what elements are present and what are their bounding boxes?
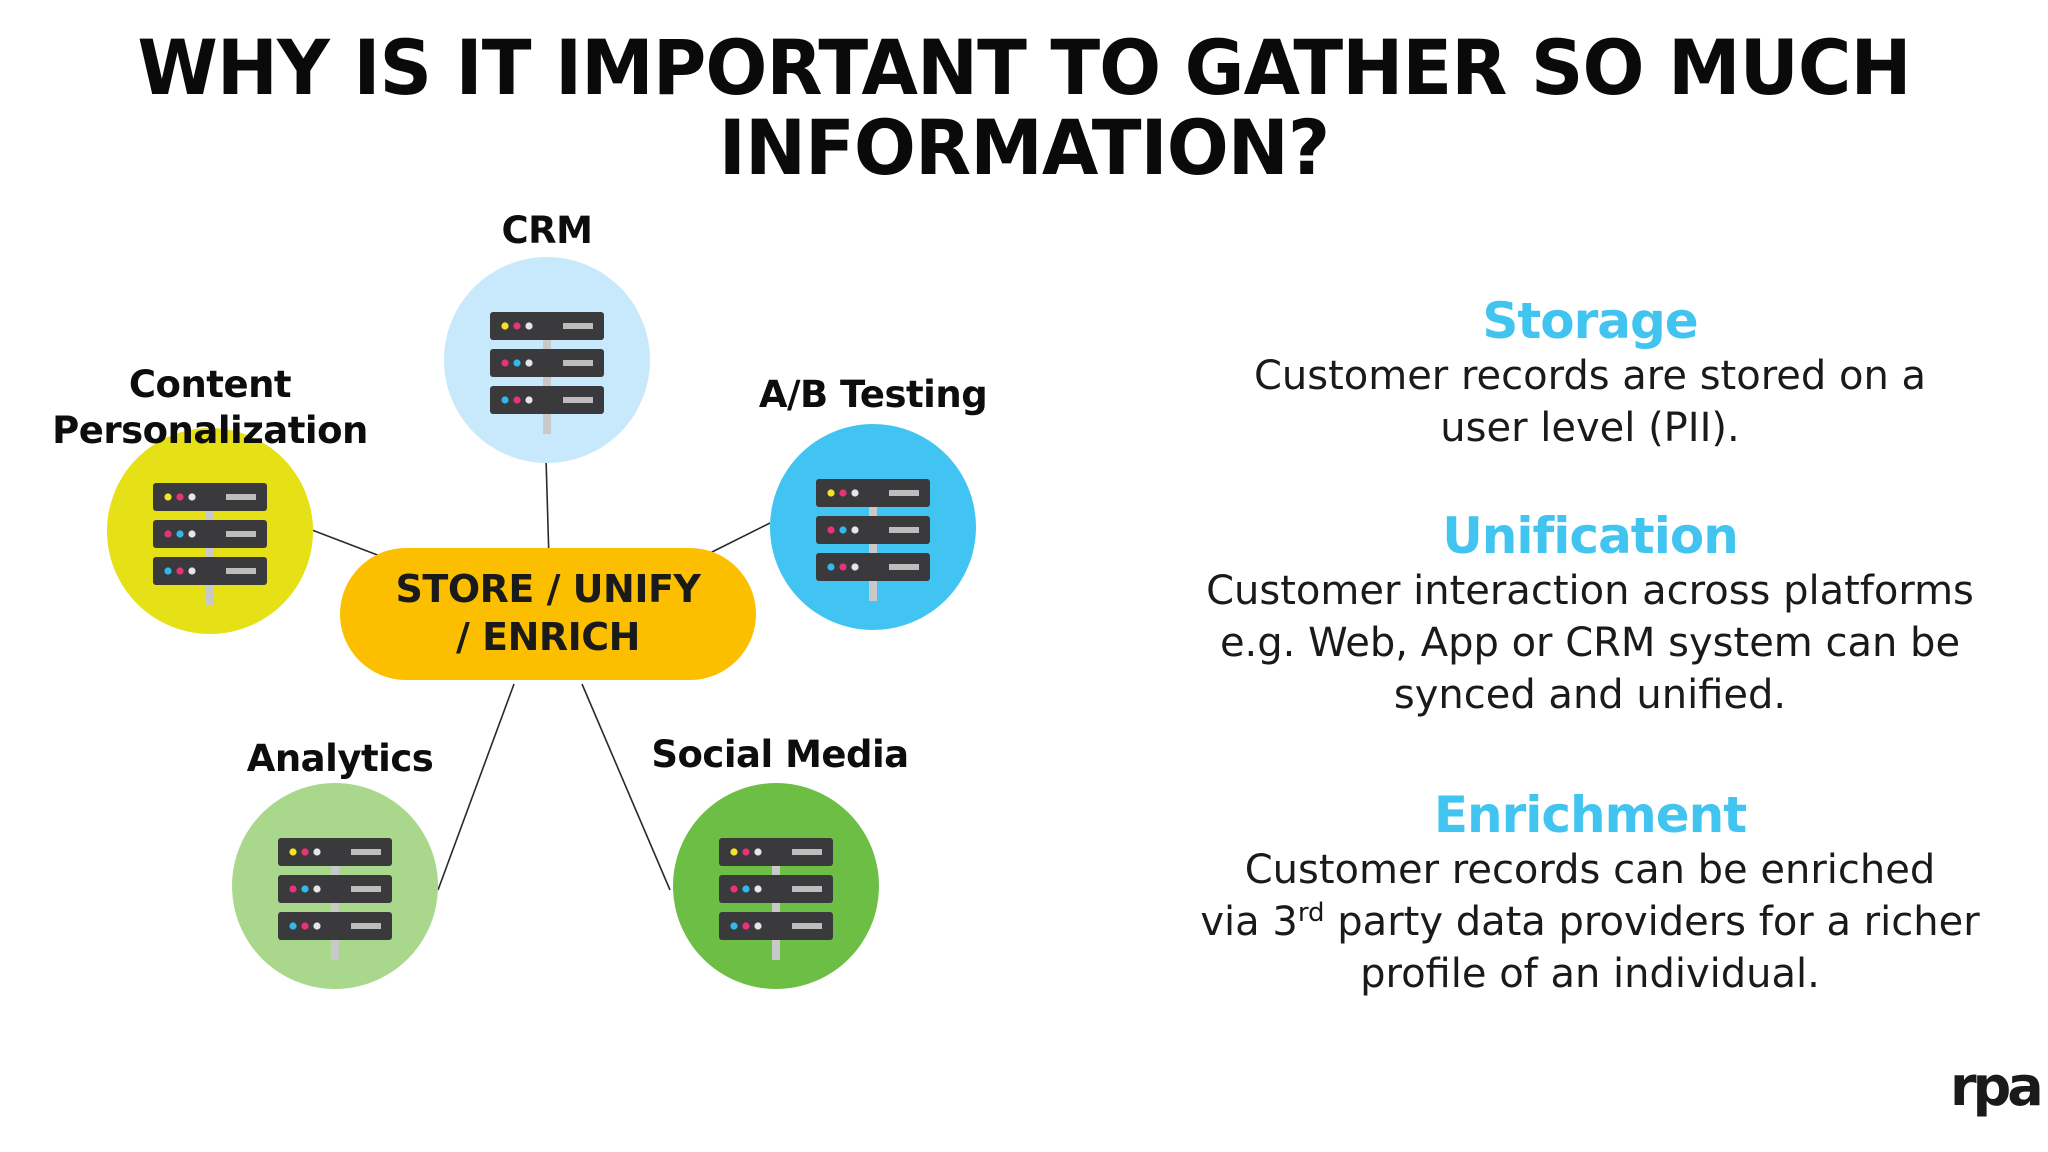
node-label-content-personalization: Content Personalization [40, 362, 380, 454]
section-storage: Storage Customer records are stored on a… [1190, 292, 1990, 454]
section-text-line: via 3rd party data providers for a riche… [1190, 896, 1990, 948]
hub-label-line-2: / ENRICH [456, 615, 640, 659]
section-text-line: profile of an individual. [1360, 951, 1820, 997]
connector-ab [709, 522, 771, 554]
node-label-social-media: Social Media [651, 733, 909, 776]
section-text-line: Customer records can be enriched [1244, 847, 1936, 893]
section-text-line: Customer interaction across platforms [1206, 568, 1974, 614]
rpa-logo: rpa [1950, 1055, 2044, 1118]
node-label-content-line-2: Personalization [52, 409, 368, 452]
title-line-2: INFORMATION? [718, 103, 1330, 192]
section-text-line: synced and unified. [1393, 672, 1787, 718]
section-enrichment: Enrichment Customer records can be enric… [1190, 786, 1990, 1000]
connector-social [581, 683, 671, 891]
hub-pill [340, 548, 756, 680]
hub-label-line-1: STORE / UNIFY [395, 567, 701, 611]
hub-label: STORE / UNIFY / ENRICH [340, 548, 756, 678]
title-line-1: WHY IS IT IMPORTANT TO GATHER SO MUCH [137, 23, 1911, 112]
section-text-line: e.g. Web, App or CRM system can be [1219, 620, 1961, 666]
page-title: WHY IS IT IMPORTANT TO GATHER SO MUCH IN… [41, 28, 2007, 188]
section-heading-storage: Storage [1482, 292, 1698, 350]
text-fragment: via 3 [1200, 899, 1298, 945]
connector-lines [311, 457, 771, 891]
section-text-line: user level (PII). [1440, 405, 1740, 451]
section-text-line: Customer records are stored on a [1253, 353, 1927, 399]
node-label-content-line-1: Content [128, 363, 292, 406]
connector-analytics [437, 683, 515, 891]
node-label-analytics: Analytics [246, 737, 434, 780]
connector-crm [545, 457, 550, 561]
section-heading-enrichment: Enrichment [1433, 786, 1747, 844]
text-fragment: party data providers for a richer [1324, 899, 1980, 945]
node-label-crm: CRM [501, 209, 593, 252]
section-heading-unification: Unification [1442, 507, 1739, 565]
ordinal-suffix: rd [1297, 898, 1325, 928]
connector-content [311, 529, 381, 557]
node-label-ab-testing: A/B Testing [758, 373, 988, 416]
section-unification: Unification Customer interaction across … [1190, 507, 1990, 721]
